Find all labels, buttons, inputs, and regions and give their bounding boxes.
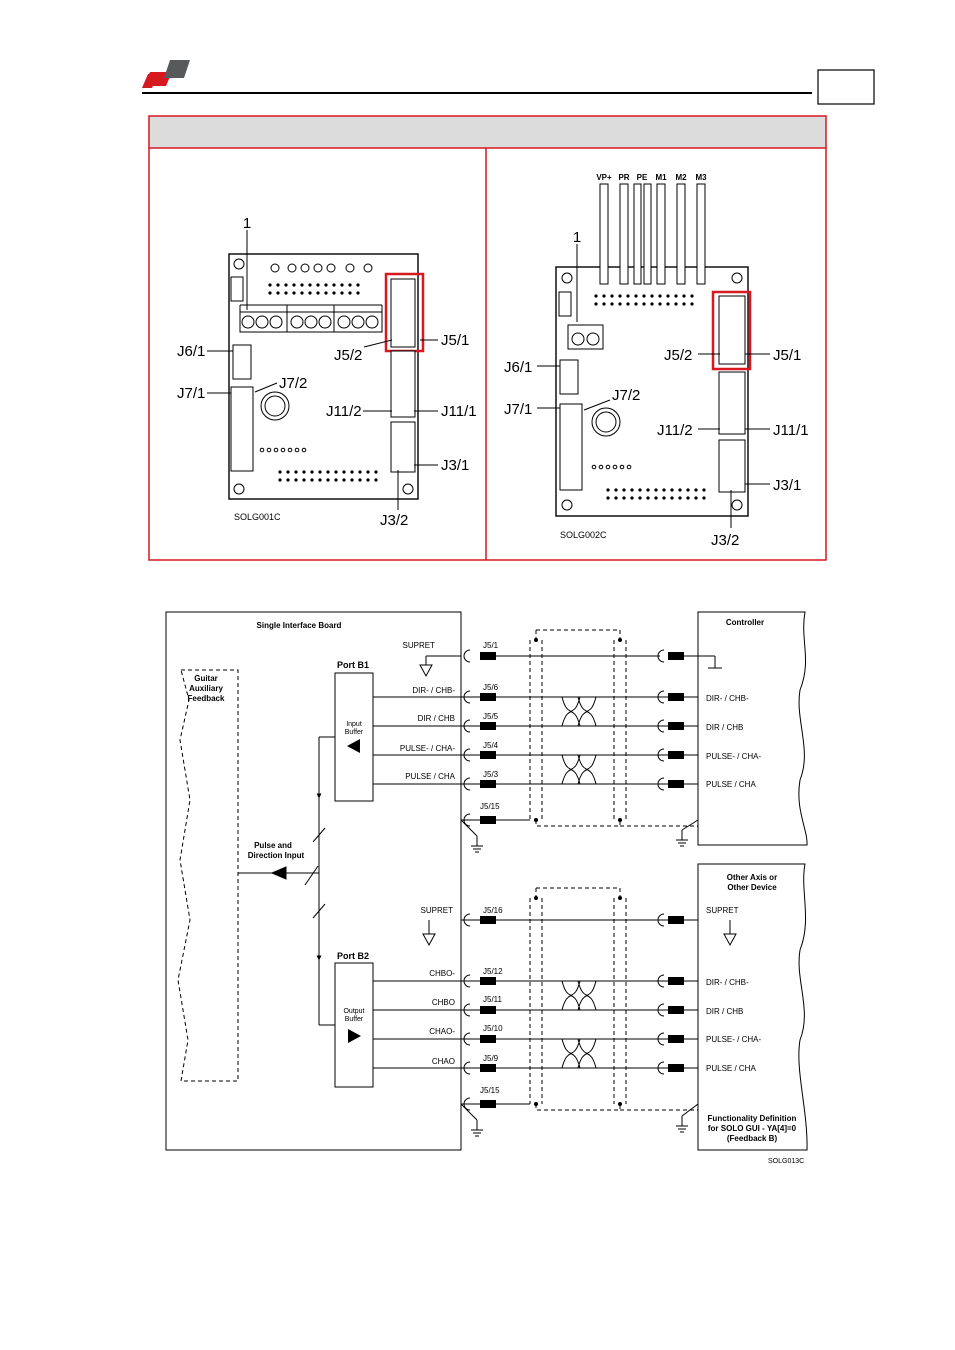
diagram-label: J11/2 (657, 422, 693, 439)
diagram-label: DIR / CHB (706, 723, 743, 732)
page-header (142, 60, 875, 149)
diagram-label: Direction Input (248, 851, 305, 860)
diagram-label: PE (637, 173, 648, 182)
board-right: VP+ PR PE M1 M2 M3 (504, 173, 809, 549)
top-signal-rows: DIR- / CHB- J5/6 DIR- / CHB- DIR / CHB J… (400, 683, 762, 789)
diagram-label: J5/11 (483, 995, 503, 1004)
diagram-label: Output (343, 1008, 364, 1015)
diagram-label: M3 (695, 173, 707, 182)
diagram-label: PULSE- / CHA- (706, 752, 761, 761)
diagram-label: Port B2 (337, 951, 369, 961)
diagram-label: SOLG013C (768, 1158, 804, 1165)
diagram-label: J11/1 (773, 422, 809, 439)
diagram-label: SUPRET (403, 641, 436, 650)
diagram-label: J7/1 (504, 401, 532, 418)
diagram-label: J5/3 (483, 770, 499, 779)
section-title-bar (148, 115, 827, 149)
diagram-label: J5/12 (483, 967, 503, 976)
diagram-label: SUPRET (706, 906, 739, 915)
diagram-label: PR (618, 173, 629, 182)
diagram-label: J7/1 (177, 385, 205, 402)
diagram-label: PULSE- / CHA- (400, 744, 455, 753)
diagram-label: Port B1 (337, 660, 369, 670)
diagram-label: (Feedback B) (727, 1134, 778, 1143)
diagram-label: J3/2 (711, 532, 739, 549)
diagram-label: Buffer (345, 1016, 364, 1023)
diagram-label: Single Interface Board (257, 621, 342, 630)
diagram-label: J11/1 (441, 403, 477, 420)
diagram-label: DIR- / CHB- (706, 978, 749, 987)
diagram-label: CHBO (432, 998, 455, 1007)
diagram-label: J5/9 (483, 1054, 499, 1063)
diagram-label: J3/1 (441, 457, 469, 474)
board-layouts-figure: 1 J6/1 J7/1 J7/2 J5/2 J5/1 J11/2 J11/1 J… (148, 148, 827, 561)
diagram-label: VP+ (596, 173, 612, 182)
diagram-label: PULSE / CHA (706, 1064, 756, 1073)
diagram-label: J5/10 (483, 1024, 503, 1033)
diagram-label: SOLG001C (234, 512, 281, 522)
diagram-label: Other Device (727, 883, 777, 892)
diagram-label: CHAO- (429, 1027, 455, 1036)
diagram-label: J5/1 (483, 641, 499, 650)
diagram-label: Other Axis or (727, 873, 777, 882)
diagram-label: PULSE- / CHA- (706, 1035, 761, 1044)
diagram-label: J6/1 (504, 359, 532, 376)
page-number-box (817, 69, 875, 105)
diagram-label: PULSE / CHA (405, 772, 455, 781)
diagram-label: SOLG002C (560, 530, 607, 540)
diagram-label: J5/15 (480, 802, 500, 811)
diagram-label: PULSE / CHA (706, 780, 756, 789)
diagram-label: CHBO- (429, 969, 455, 978)
diagram-label: Pulse and (254, 841, 292, 850)
diagram-label: J5/15 (480, 1086, 500, 1095)
diagram-label: Controller (726, 618, 764, 627)
diagram-label: DIR- / CHB- (412, 686, 455, 695)
diagram-label: J5/2 (334, 347, 362, 364)
diagram-label: DIR / CHB (706, 1007, 743, 1016)
board-left: 1 J6/1 J7/1 J7/2 J5/2 J5/1 J11/2 J11/1 J… (177, 215, 477, 529)
diagram-label: J7/2 (612, 387, 640, 404)
diagram-label: Input (346, 721, 362, 728)
diagram-label: Guitar (194, 674, 218, 683)
diagram-label: J3/1 (773, 477, 801, 494)
diagram-label: DIR / CHB (418, 714, 455, 723)
diagram-label: J5/16 (483, 906, 503, 915)
diagram-label: J3/2 (380, 512, 408, 529)
diagram-label: SUPRET (421, 906, 454, 915)
diagram-label: J7/2 (279, 375, 307, 392)
diagram-label: Auxiliary (189, 684, 223, 693)
diagram-label: Feedback (188, 694, 225, 703)
diagram-label: J5/2 (664, 347, 692, 364)
diagram-label: J11/2 (326, 403, 362, 420)
diagram-label: for SOLO GUI - YA[4]=0 (708, 1124, 797, 1133)
diagram-label: CHAO (432, 1057, 455, 1066)
diagram-label: J5/1 (441, 332, 469, 349)
diagram-label: 1 (243, 215, 251, 232)
diagram-label: J5/6 (483, 683, 499, 692)
diagram-label: 1 (573, 229, 581, 246)
diagram-label: J6/1 (177, 343, 205, 360)
diagram-label: Functionality Definition (708, 1114, 797, 1123)
diagram-label: J5/4 (483, 741, 499, 750)
diagram-label: DIR- / CHB- (706, 694, 749, 703)
diagram-label: M2 (675, 173, 687, 182)
diagram-label: J5/5 (483, 712, 499, 721)
wiring-diagram: Single Interface Board Guitar Auxiliary … (165, 611, 808, 1165)
diagram-label: Buffer (345, 729, 364, 736)
diagram-label: J5/1 (773, 347, 801, 364)
company-logo (142, 60, 190, 88)
diagram-label: M1 (655, 173, 667, 182)
